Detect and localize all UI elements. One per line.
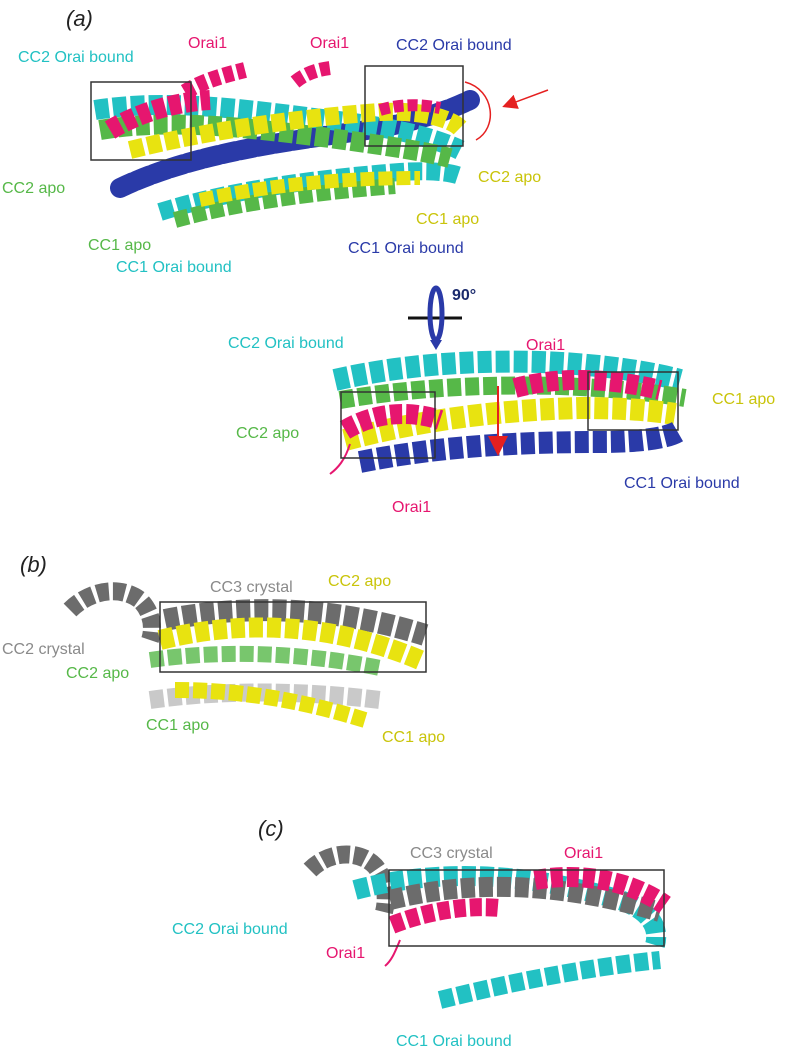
label-side-cc1-apo: CC1 apo [712, 391, 775, 408]
helix-cc2-crystal-b [63, 582, 161, 643]
label-orai1-a1: Orai1 [188, 35, 227, 52]
label-b-cc2-apo: CC2 apo [66, 665, 129, 682]
highlight-box-left [90, 81, 192, 161]
label-orai1-a2: Orai1 [310, 35, 349, 52]
helix-orai-c-right [533, 867, 671, 914]
label-side-cc1-bound: CC1 Orai bound [624, 475, 740, 492]
helix-cc3-crystal-c [387, 876, 663, 922]
helix-cc2-apo-top [98, 114, 453, 228]
highlight-box-side-left [340, 391, 436, 459]
helix-cc1-apo-b-upper [157, 617, 424, 670]
label-cc1-bound-left: CC1 Orai bound [116, 259, 232, 276]
label-c-orai-left: Orai1 [326, 945, 365, 962]
label-side-orai-bottom: Orai1 [392, 499, 431, 516]
label-b-cc2-crystal: CC2 crystal [2, 641, 85, 658]
panel-c-tag: (c) [258, 816, 284, 841]
label-b-cc1-apo-left: CC1 apo [146, 717, 209, 734]
orai-tail-side [329, 443, 351, 475]
label-c-cc1-bound: CC1 Orai bound [396, 1033, 512, 1050]
helix-cc1-apo-b-lower [174, 682, 368, 728]
label-cc1-apo-right: CC1 apo [416, 211, 479, 228]
helix-cc2-crystal-c [303, 845, 395, 915]
label-c-cc2-bound: CC2 Orai bound [172, 921, 288, 938]
highlight-box-b [159, 601, 427, 673]
helix-cc1-apo-side [342, 396, 677, 451]
helix-cc2-apo-b [148, 645, 382, 676]
label-cc2-apo-right: CC2 apo [478, 169, 541, 186]
panel-b-tag: (b) [20, 552, 47, 577]
label-side-cc2-apo: CC2 apo [236, 425, 299, 442]
helix-orai-side-left [339, 404, 444, 439]
label-b-cc1-apo-right: CC1 apo [382, 729, 445, 746]
panel-a-top-view: (a) CC2 Orai bound Or [2, 6, 549, 276]
highlight-box-right [364, 65, 464, 147]
orai-tail-c [384, 939, 401, 967]
panel-b: (b) CC3 crystal CC2 apo CC2 crystal CC2 … [2, 552, 445, 746]
label-cc2-bound-left: CC2 Orai bound [18, 49, 134, 66]
label-c-cc3-crystal: CC3 crystal [410, 845, 493, 862]
helix-cc3-crystal-b [162, 599, 429, 646]
rotation-90-icon: 90° [408, 285, 476, 350]
label-c-orai-top: Orai1 [564, 845, 603, 862]
helix-cc1-bound-c [437, 951, 661, 1009]
helix-orai-side-right [512, 369, 663, 400]
panel-c: (c) CC3 crystal Orai1 CC2 Orai bound Ora… [172, 816, 671, 1050]
panel-a-tag: (a) [66, 6, 93, 31]
helix-cc1-bound-side [357, 420, 687, 473]
helix-orai-c-left [388, 898, 501, 934]
helix-cc2-bound-c [352, 866, 667, 948]
highlight-box-c [388, 869, 665, 947]
label-b-cc3-crystal: CC3 crystal [210, 579, 293, 596]
highlight-box-side-right [587, 371, 679, 431]
label-cc1-apo-left: CC1 apo [88, 237, 151, 254]
red-arrow-top [502, 89, 549, 109]
label-side-orai-top: Orai1 [526, 337, 565, 354]
label-cc2-bound-right: CC2 Orai bound [396, 37, 512, 54]
rotation-label: 90° [452, 287, 476, 304]
panel-a-side-view: CC2 Orai bound Orai1 CC1 apo CC2 apo CC1… [228, 335, 775, 516]
label-cc1-bound-right: CC1 Orai bound [348, 240, 464, 257]
red-loop [464, 81, 492, 141]
label-cc2-apo-left: CC2 apo [2, 180, 65, 197]
label-b-cc2-apo-top: CC2 apo [328, 573, 391, 590]
label-side-cc2-bound: CC2 Orai bound [228, 335, 344, 352]
